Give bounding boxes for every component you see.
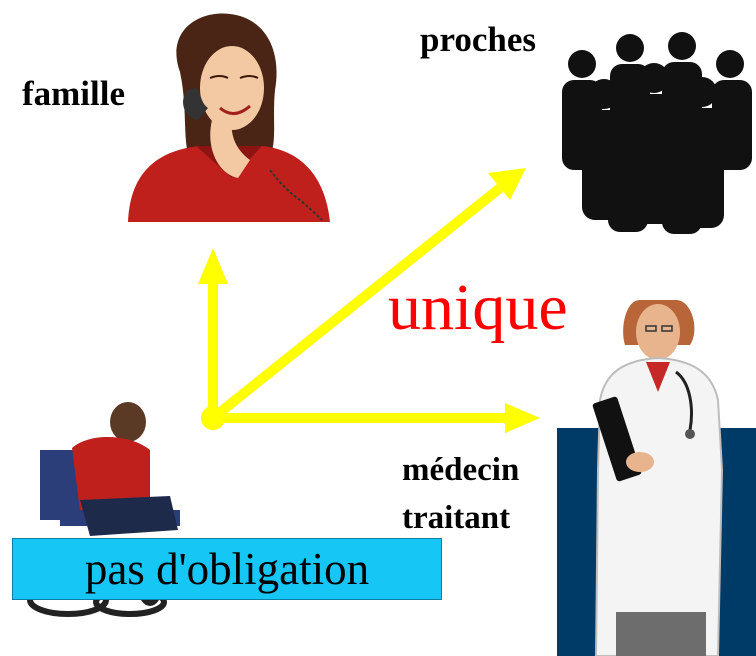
obligation-box: pas d'obligation — [12, 538, 442, 600]
wheelchair-user-icon — [27, 402, 180, 617]
label-unique: unique — [388, 271, 568, 344]
label-medecin-line1: médecin — [402, 452, 520, 488]
arrow-up-head — [198, 248, 228, 284]
label-proches: proches — [420, 20, 537, 59]
label-famille: famille — [22, 74, 126, 113]
label-medecin-line2: traitant — [402, 500, 511, 536]
doctor-icon — [592, 300, 724, 656]
crowd-icon — [562, 32, 752, 234]
arrow-diagonal-shaft — [209, 184, 504, 422]
arrows — [198, 168, 540, 433]
obligation-label: pas d'obligation — [84, 544, 370, 594]
woman-on-phone-icon — [128, 13, 330, 222]
label-medecin-traitant: médecin traitant — [402, 446, 519, 542]
arrow-origin — [201, 406, 225, 430]
arrow-right-head — [505, 403, 540, 433]
arrow-diagonal-head — [488, 168, 526, 200]
